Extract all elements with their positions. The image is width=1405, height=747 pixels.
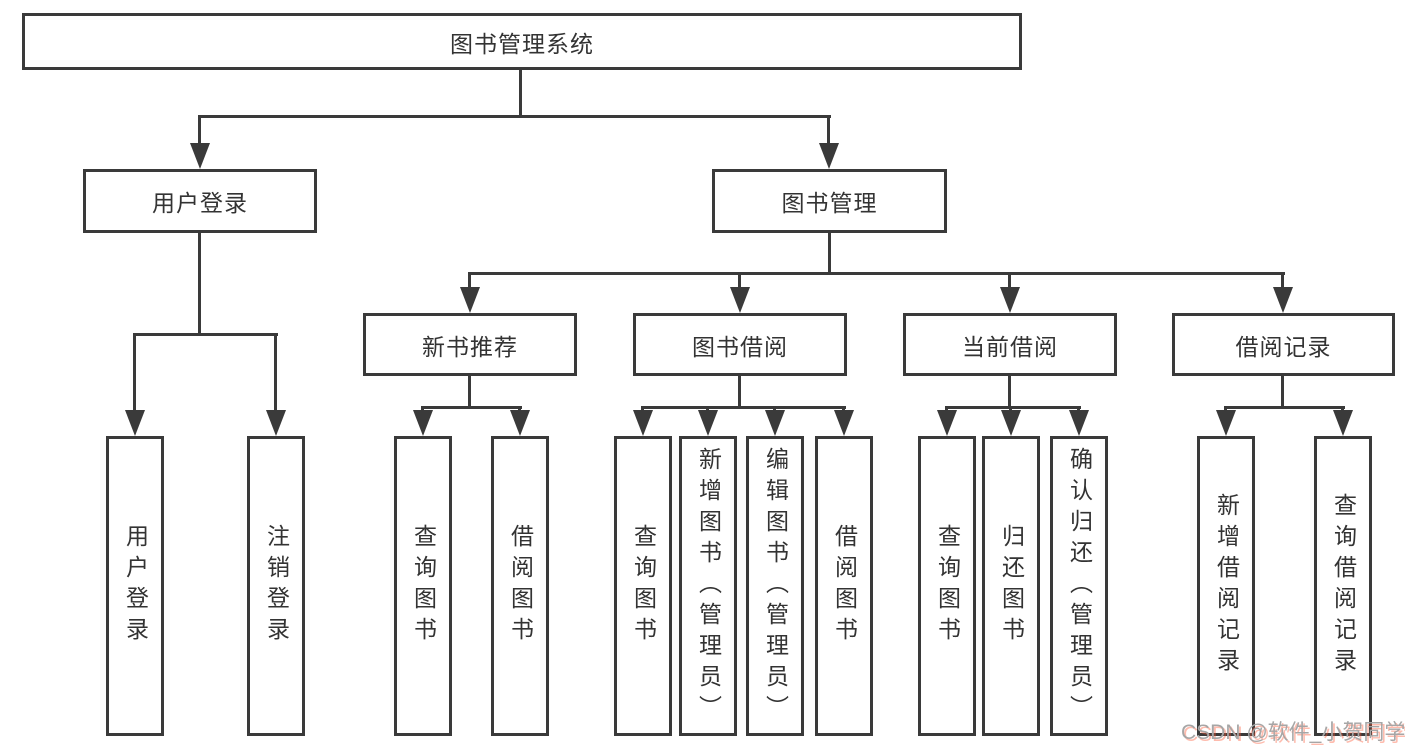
- connector-stem-book-mgmt: [827, 118, 830, 145]
- node-book-mgmt-label: 图书管理: [781, 190, 878, 216]
- connector-root-bar: [198, 115, 831, 118]
- arrow-borrow-add: [698, 410, 718, 436]
- connector-stem-current-return: [1009, 406, 1012, 413]
- arrow-borrow-records: [1273, 287, 1293, 313]
- node-new-book-label: 新书推荐: [422, 333, 518, 360]
- leaf-records-add-label: 新增借阅记录: [1213, 493, 1240, 679]
- node-root-label: 图书管理系统: [450, 30, 594, 57]
- node-borrow-records: 借阅记录: [1172, 313, 1395, 376]
- connector-current-borrow-bar: [945, 406, 1081, 409]
- arrow-current-confirm: [1069, 410, 1089, 436]
- arrow-new-book: [460, 287, 480, 313]
- leaf-borrow-borrow: 借阅图书: [815, 436, 873, 736]
- leaf-records-query-label: 查询借阅记录: [1330, 493, 1357, 679]
- arrow-current-query: [937, 410, 957, 436]
- node-current-borrow: 当前借阅: [903, 313, 1117, 376]
- arrow-borrow-borrow: [834, 410, 854, 436]
- connector-root-drop: [519, 69, 522, 118]
- connector-stem-borrow-edit: [773, 406, 776, 413]
- leaf-newbook-borrow-label: 借阅图书: [507, 524, 534, 648]
- leaf-borrow-add: 新增图书（管理员）: [679, 436, 737, 736]
- connector-stem-current-confirm: [1077, 406, 1080, 413]
- connector-stem-leaf-logout: [274, 336, 277, 412]
- leaf-user-login: 用户登录: [106, 436, 164, 736]
- node-user-login-label: 用户登录: [152, 190, 248, 216]
- connector-borrow-records-bar: [1224, 406, 1345, 409]
- node-root: 图书管理系统: [22, 13, 1022, 70]
- connector-borrow-records-drop: [1281, 375, 1284, 409]
- node-book-mgmt: 图书管理: [712, 169, 947, 233]
- leaf-borrow-query-label: 查询图书: [630, 524, 657, 648]
- leaf-current-confirm: 确认归还（管理员）: [1050, 436, 1108, 736]
- csdn-watermark: CSDN @软件_小贺同学: [1181, 721, 1405, 744]
- connector-book-borrow-drop: [738, 376, 741, 409]
- arrow-borrow-edit: [765, 410, 785, 436]
- connector-stem-borrow-borrow: [842, 406, 845, 413]
- arrow-newbook-query: [413, 410, 433, 436]
- arrow-book-mgmt: [819, 143, 839, 169]
- connector-stem-records-query: [1341, 406, 1344, 413]
- leaf-newbook-query: 查询图书: [394, 436, 452, 736]
- leaf-newbook-query-label: 查询图书: [410, 524, 437, 648]
- leaf-user-login-label: 用户登录: [122, 524, 149, 648]
- connector-stem-borrow-records: [1281, 275, 1284, 289]
- connector-stem-records-add: [1224, 406, 1227, 413]
- leaf-logout: 注销登录: [247, 436, 305, 736]
- leaf-current-return: 归还图书: [982, 436, 1040, 736]
- connector-book-mgmt-bar: [468, 272, 1285, 275]
- leaf-borrow-edit: 编辑图书（管理员）: [746, 436, 804, 736]
- arrow-records-query: [1333, 410, 1353, 436]
- connector-stem-newbook-borrow: [518, 406, 521, 413]
- arrow-user-login: [190, 143, 210, 169]
- connector-stem-current-query: [945, 406, 948, 413]
- leaf-records-query: 查询借阅记录: [1314, 436, 1372, 736]
- leaf-borrow-edit-label: 编辑图书（管理员）: [762, 446, 789, 726]
- leaf-records-add: 新增借阅记录: [1197, 436, 1255, 736]
- leaf-borrow-add-label: 新增图书（管理员）: [695, 446, 722, 726]
- leaf-current-confirm-label: 确认归还（管理员）: [1066, 446, 1093, 726]
- arrow-newbook-borrow: [510, 410, 530, 436]
- leaf-borrow-borrow-label: 借阅图书: [831, 524, 858, 648]
- connector-new-book-drop: [468, 376, 471, 409]
- connector-new-book-bar: [421, 406, 522, 409]
- leaf-logout-label: 注销登录: [263, 524, 290, 648]
- connector-stem-current-borrow: [1008, 275, 1011, 289]
- connector-stem-new-book: [468, 275, 471, 289]
- node-user-login: 用户登录: [83, 169, 317, 233]
- node-current-borrow-label: 当前借阅: [962, 333, 1058, 360]
- node-book-borrow-label: 图书借阅: [692, 333, 788, 360]
- leaf-current-query: 查询图书: [918, 436, 976, 736]
- connector-book-borrow-bar: [641, 406, 846, 409]
- connector-book-mgmt-drop: [828, 232, 831, 275]
- connector-stem-leaf-user-login: [133, 336, 136, 412]
- arrow-leaf-user-login: [125, 410, 145, 436]
- node-book-borrow: 图书借阅: [633, 313, 847, 376]
- node-new-book: 新书推荐: [363, 313, 577, 376]
- leaf-borrow-query: 查询图书: [614, 436, 672, 736]
- connector-stem-borrow-query: [641, 406, 644, 413]
- connector-stem-user-login: [198, 118, 201, 145]
- leaf-current-return-label: 归还图书: [998, 524, 1025, 648]
- node-borrow-records-label: 借阅记录: [1235, 333, 1332, 360]
- leaf-newbook-borrow: 借阅图书: [491, 436, 549, 736]
- connector-stem-book-borrow: [738, 275, 741, 289]
- connector-user-login-drop: [198, 232, 201, 336]
- arrow-current-borrow: [1000, 287, 1020, 313]
- arrow-records-add: [1216, 410, 1236, 436]
- connector-stem-newbook-query: [421, 406, 424, 413]
- arrow-current-return: [1001, 410, 1021, 436]
- leaf-current-query-label: 查询图书: [934, 524, 961, 648]
- arrow-leaf-logout: [266, 410, 286, 436]
- arrow-borrow-query: [633, 410, 653, 436]
- connector-user-login-bar: [133, 333, 278, 336]
- arrow-book-borrow: [730, 287, 750, 313]
- connector-current-borrow-drop: [1008, 375, 1011, 409]
- connector-stem-borrow-add: [706, 406, 709, 413]
